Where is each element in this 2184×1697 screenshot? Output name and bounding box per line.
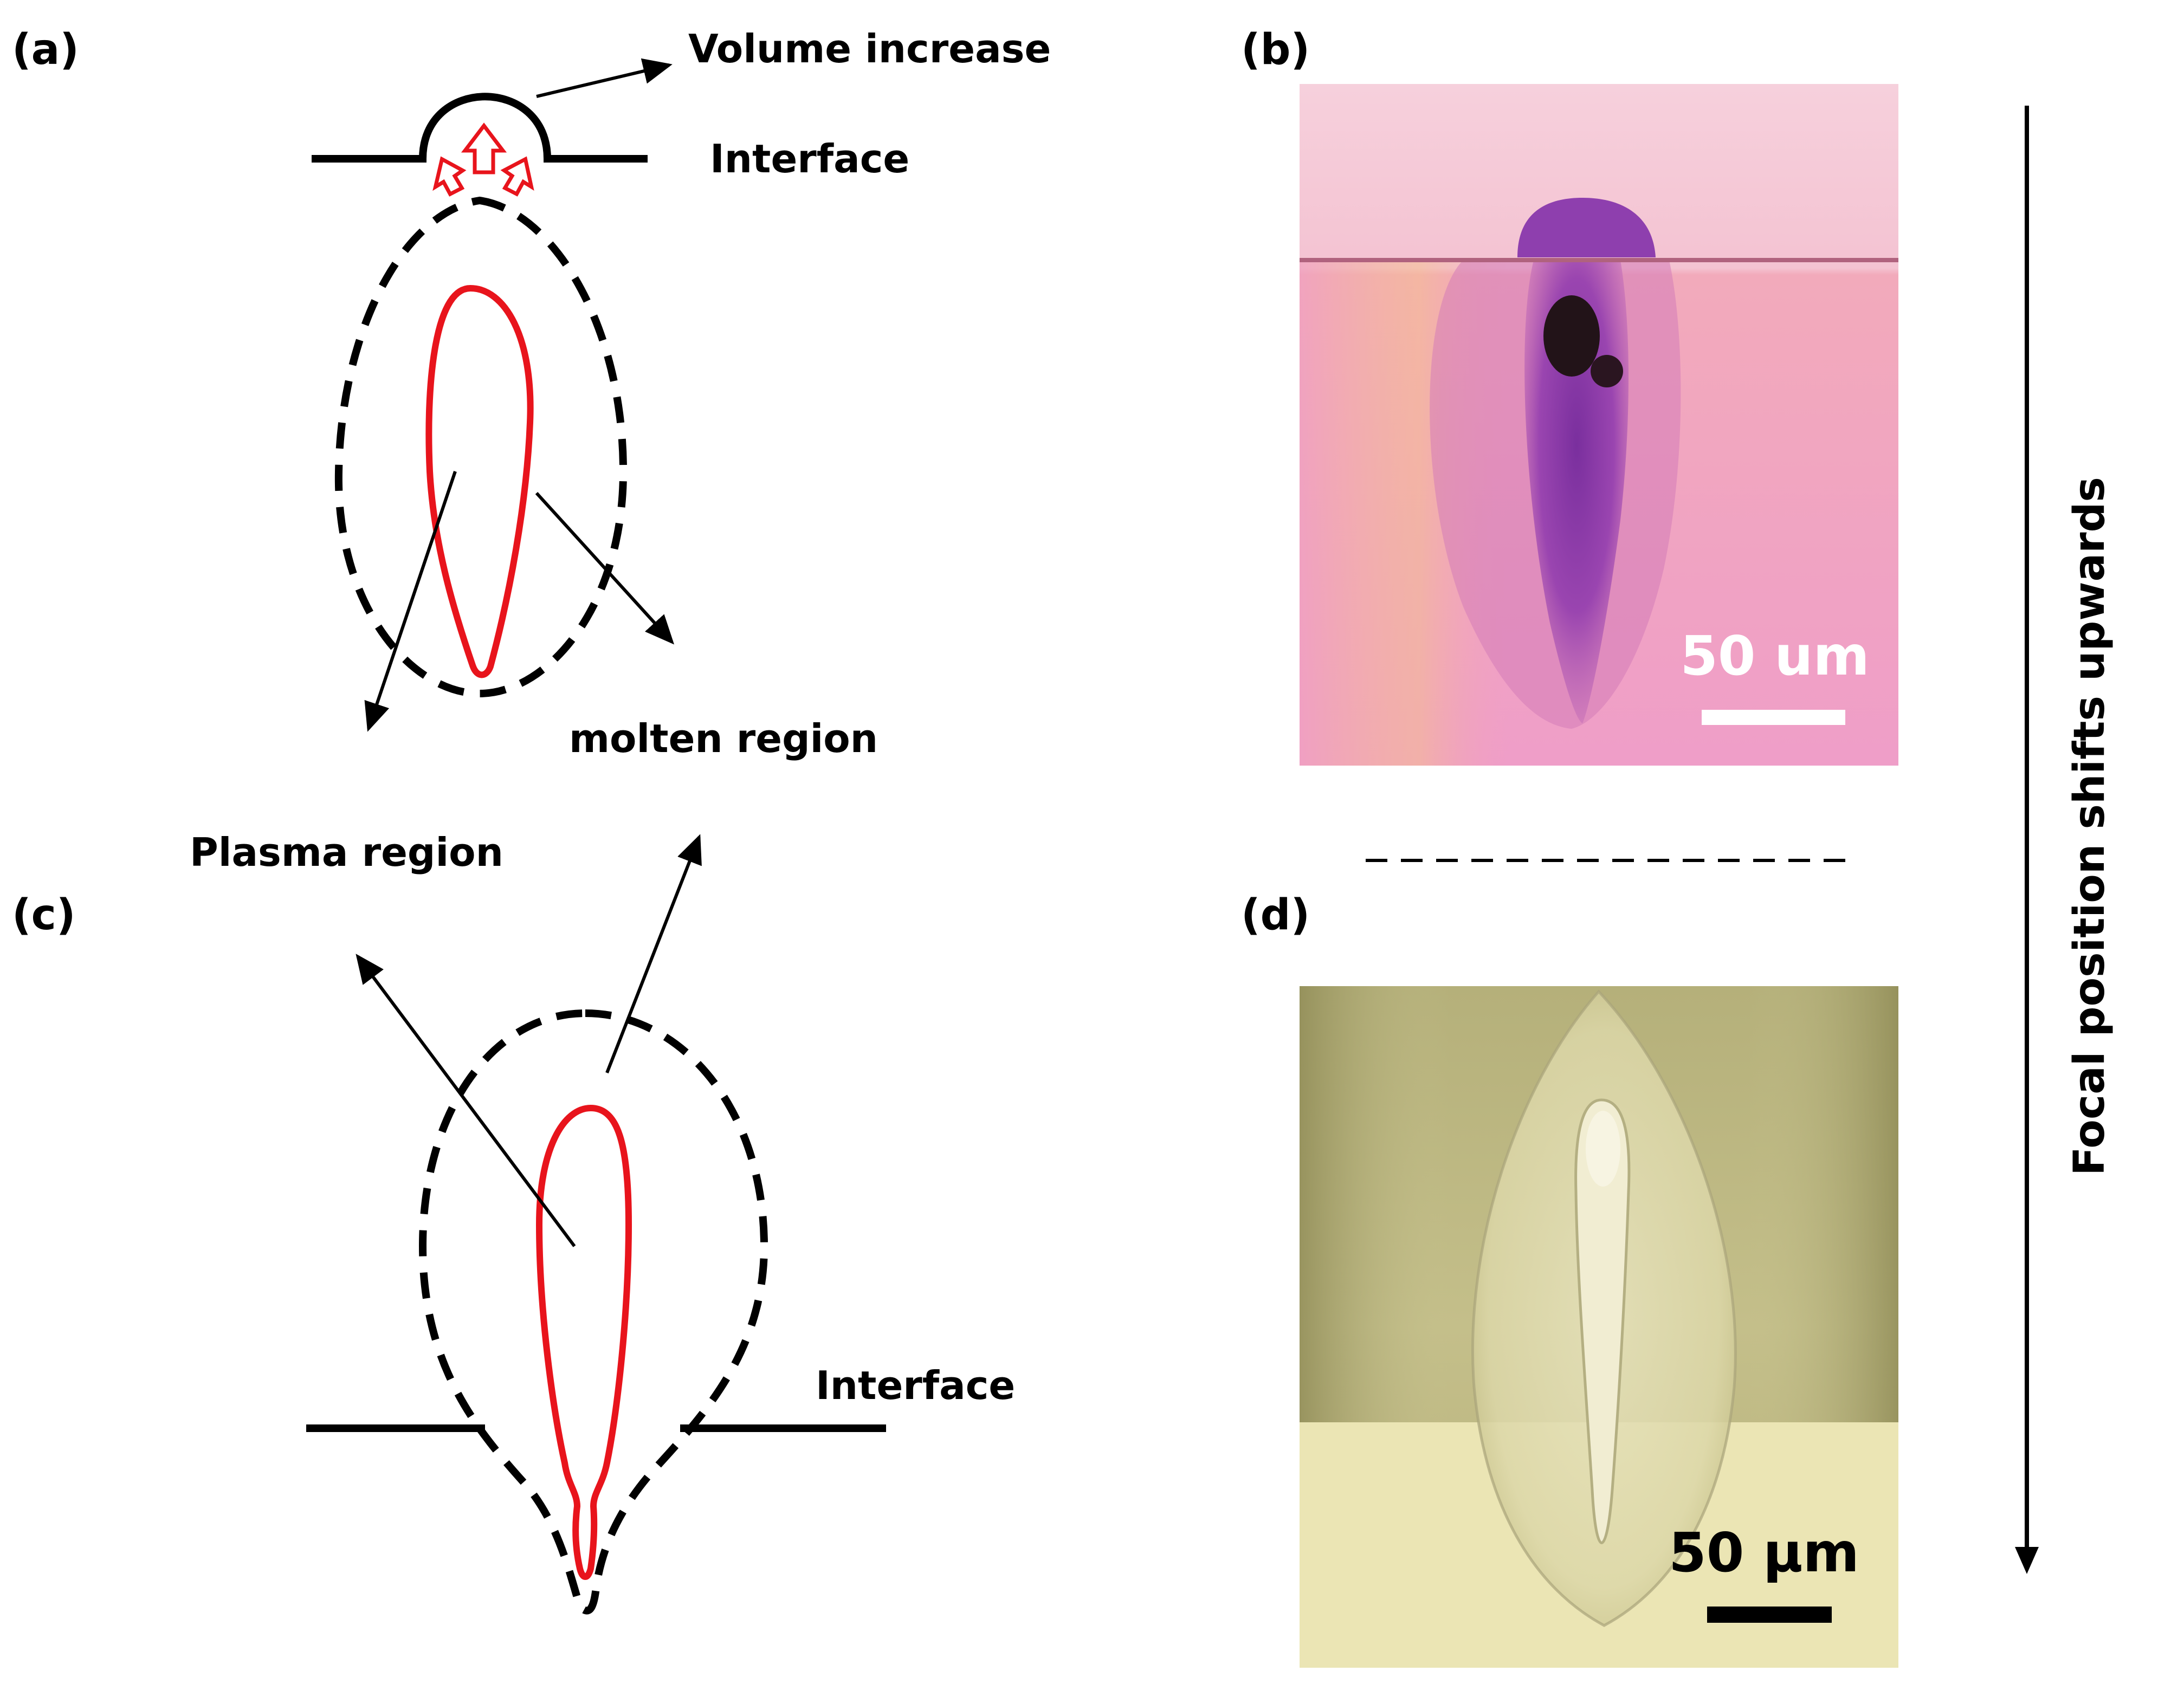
scale-bar-d (1707, 1607, 1832, 1623)
panel-label-a: (a) (12, 25, 79, 74)
arrow-volume-increase (536, 58, 673, 98)
molten-region-outline-c (418, 1009, 768, 1615)
label-molten-region: molten region (569, 716, 878, 761)
scale-bar-b (1702, 710, 1845, 725)
focal-shift-arrowhead (2015, 1547, 2039, 1574)
label-volume-increase: Volume increase (688, 26, 1051, 72)
plasma-region-outline-a (425, 284, 534, 678)
scale-label-d: 50 μm (1669, 1521, 1859, 1584)
arrow-molten-a (535, 491, 675, 645)
label-interface-top: Interface (710, 136, 909, 182)
arrow-plasma-c (356, 954, 576, 1247)
arrow-plasma-a (364, 471, 457, 732)
plasma-region-outline-c (535, 1104, 632, 1580)
panel-label-d: (d) (1241, 891, 1310, 940)
micrograph-d (1300, 986, 1898, 1668)
expansion-arrows (432, 122, 534, 197)
micrograph-b (1300, 84, 1898, 766)
label-focal-shift: Focal position shifts upwards (2065, 477, 2114, 1176)
label-interface-bottom: Interface (816, 1363, 1015, 1408)
schematic-a (312, 58, 675, 732)
label-plasma-region: Plasma region (190, 830, 503, 875)
arrow-molten-c (605, 834, 702, 1074)
molten-region-outline-a (334, 196, 628, 698)
scale-label-b: 50 um (1680, 624, 1869, 688)
schematic-c (306, 834, 886, 1615)
interface-line-top (312, 93, 648, 163)
panel-label-c: (c) (12, 891, 76, 940)
panel-label-b: (b) (1241, 25, 1310, 74)
